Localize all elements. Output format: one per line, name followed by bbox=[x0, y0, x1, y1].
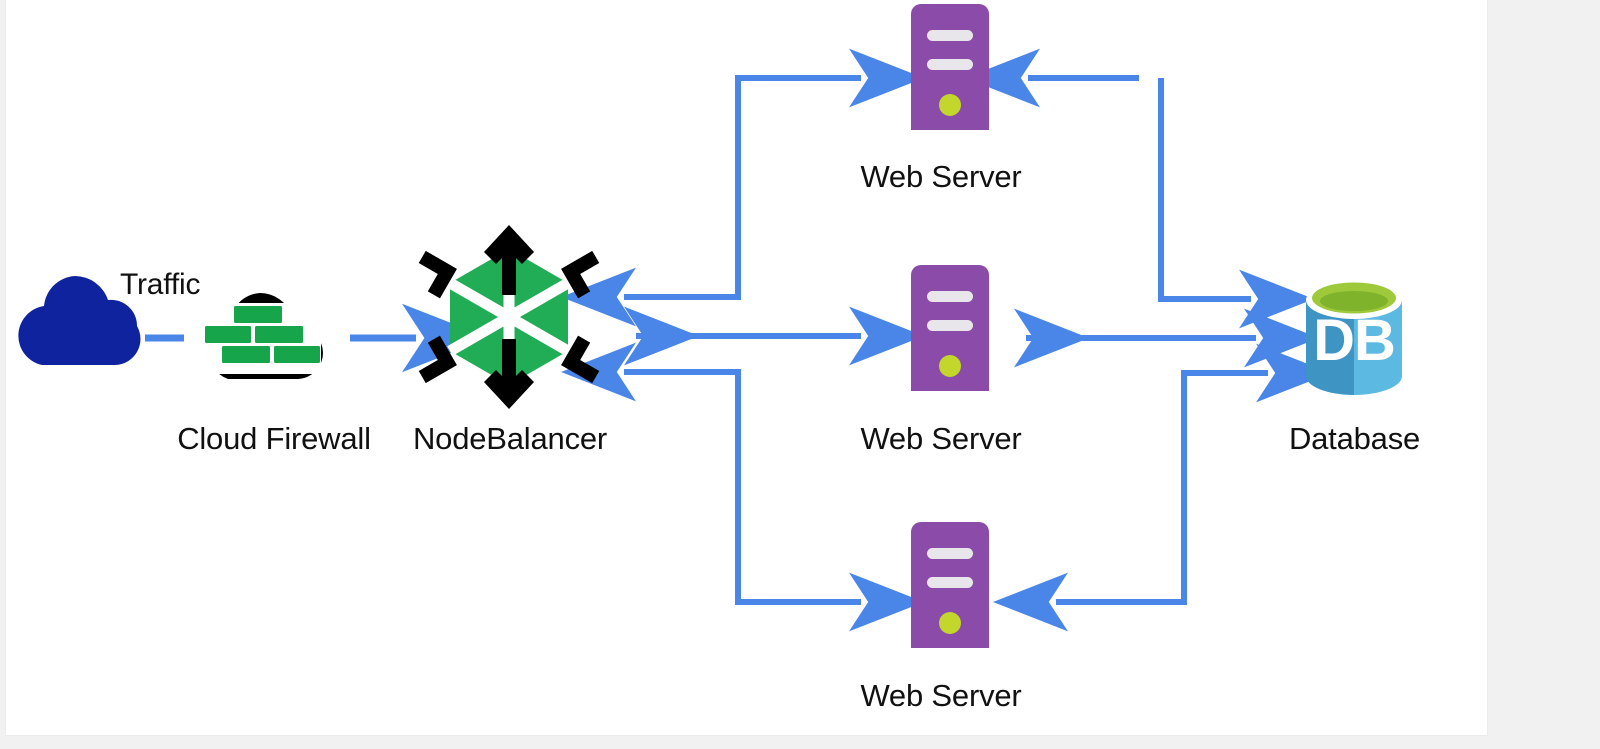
label-web-server-middle: Web Server bbox=[860, 421, 1022, 456]
connection-layer bbox=[145, 48, 1331, 632]
connection-web-server-top-to-database bbox=[1158, 78, 1314, 329]
server-bar bbox=[927, 577, 973, 588]
server-status-dot bbox=[939, 612, 961, 634]
database-badge-text: DB bbox=[1313, 308, 1395, 373]
web-server-bottom-icon bbox=[911, 522, 989, 648]
web-server-top-icon bbox=[911, 4, 989, 130]
database-icon: DB bbox=[1306, 281, 1402, 395]
database-top-inner bbox=[1320, 291, 1388, 311]
nodebalancer-arrows bbox=[418, 225, 600, 409]
label-database: Database bbox=[1288, 421, 1421, 456]
web-server-middle-icon bbox=[911, 265, 989, 391]
label-traffic: Traffic bbox=[120, 268, 201, 301]
diagram-svg: DB bbox=[18, 4, 1402, 648]
firewall-icon bbox=[202, 293, 323, 379]
server-bar bbox=[927, 59, 973, 70]
server-bar bbox=[927, 320, 973, 331]
cloud-icon bbox=[18, 276, 141, 365]
connection-nodebalancer-to-web-server-bottom-trunk bbox=[644, 369, 924, 632]
server-bar bbox=[927, 30, 973, 41]
label-cloud-firewall: Cloud Firewall bbox=[177, 421, 371, 456]
diagram-canvas: DB Traffic Cloud Firewall NodeBalancer W… bbox=[6, 0, 1487, 735]
label-web-server-top: Web Server bbox=[860, 159, 1022, 194]
server-bar bbox=[927, 291, 973, 302]
connection-web-server-bottom-to-database bbox=[993, 370, 1251, 632]
label-web-server-bottom: Web Server bbox=[860, 678, 1022, 713]
label-nodebalancer: NodeBalancer bbox=[412, 421, 608, 456]
server-status-dot bbox=[939, 355, 961, 377]
connection-nodebalancer-to-web-server-top-trunk bbox=[644, 81, 741, 300]
firewall-bricks bbox=[205, 306, 320, 363]
server-bar bbox=[927, 548, 973, 559]
nodebalancer-icon bbox=[418, 225, 600, 409]
server-status-dot bbox=[939, 94, 961, 116]
